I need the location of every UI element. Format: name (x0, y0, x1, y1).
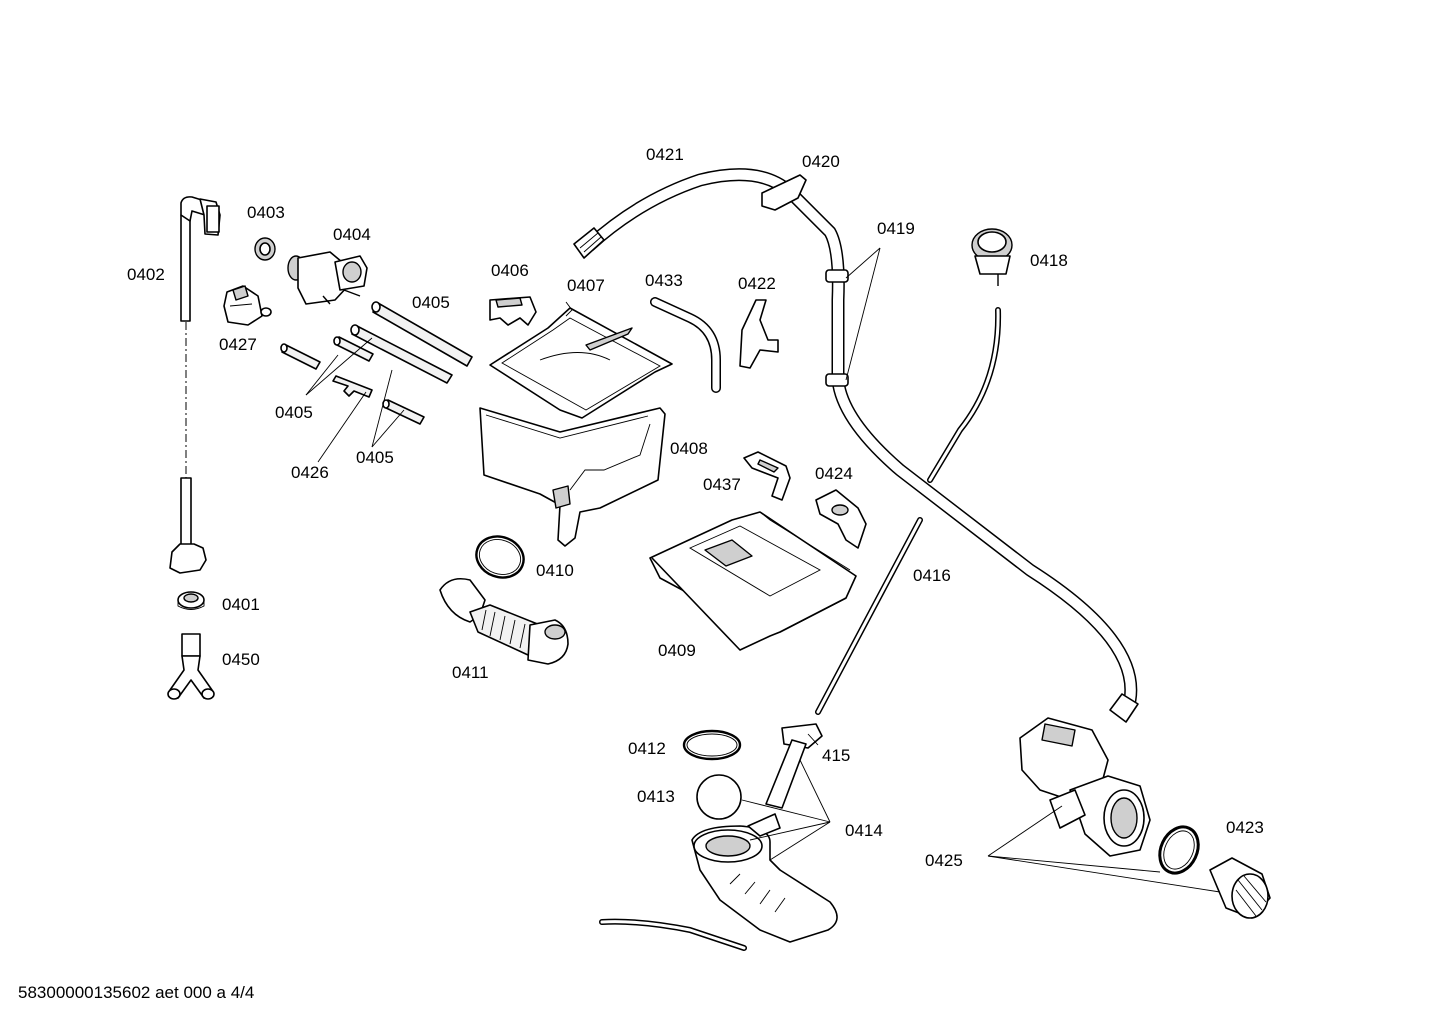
label-0409: 0409 (658, 641, 696, 660)
label-0405-left: 0405 (275, 403, 313, 422)
label-0414: 0414 (845, 821, 883, 840)
label-0421: 0421 (646, 145, 684, 164)
label-0407: 0407 (567, 276, 605, 295)
detergent-drawer-0409 (649, 511, 857, 651)
part-0424 (815, 489, 867, 549)
seal-ring-0403 (254, 237, 276, 261)
valve-part-0427 (223, 285, 272, 326)
label-0422: 0422 (738, 274, 776, 293)
leader-lines (305, 247, 1221, 893)
dispenser-lid-0407 (489, 301, 673, 419)
ball-0413 (696, 774, 742, 820)
sump-assembly-0414 (599, 723, 838, 951)
label-0403: 0403 (247, 203, 285, 222)
washer-0401 (177, 591, 205, 610)
pressure-switch-0418 (971, 228, 1013, 286)
label-415: 415 (822, 746, 850, 765)
label-0423: 0423 (1226, 818, 1264, 837)
label-0405-top: 0405 (412, 293, 450, 312)
clip-0406 (489, 296, 537, 326)
label-0408: 0408 (670, 439, 708, 458)
tube-0433 (650, 297, 721, 393)
label-0420: 0420 (802, 152, 840, 171)
label-0404: 0404 (333, 225, 371, 244)
ring-0412 (682, 729, 742, 761)
solenoid-valve-0404 (287, 251, 368, 305)
label-0433: 0433 (645, 271, 683, 290)
bellows-hose-0411 (439, 577, 569, 665)
y-tube-0426 (332, 375, 373, 398)
label-0425: 0425 (925, 851, 963, 870)
ring-0423 (1158, 825, 1200, 875)
label-0410: 0410 (536, 561, 574, 580)
pressure-hose-0416 (815, 307, 1002, 715)
drain-pump-0425 (1019, 717, 1151, 857)
label-0412: 0412 (628, 739, 666, 758)
label-0437: 0437 (703, 475, 741, 494)
part-0437 (743, 451, 791, 501)
label-0411: 0411 (452, 663, 489, 682)
label-0426: 0426 (291, 463, 329, 482)
label-0401: 0401 (222, 595, 260, 614)
dispenser-housing-0408 (479, 407, 666, 547)
pump-filter (1209, 857, 1271, 919)
label-0427: 0427 (219, 335, 257, 354)
label-0424: 0424 (815, 464, 853, 483)
gasket-ring-0410 (475, 535, 525, 579)
label-0402: 0402 (127, 265, 165, 284)
drawing-code: 58300000135602 aet 000 a 4/4 (18, 983, 254, 1002)
inlet-hose-0402 (169, 196, 221, 574)
label-0413: 0413 (637, 787, 675, 806)
label-0416: 0416 (913, 566, 951, 585)
label-0405-bottom: 0405 (356, 448, 394, 467)
label-0450: 0450 (222, 650, 260, 669)
drain-hose-0419-0421 (573, 168, 1139, 723)
connector-tubes-0405 (280, 301, 473, 425)
label-0419: 0419 (877, 219, 915, 238)
label-0418: 0418 (1030, 251, 1068, 270)
holder-0422 (739, 299, 779, 369)
label-0406: 0406 (491, 261, 529, 280)
y-connector-0450 (167, 633, 215, 700)
